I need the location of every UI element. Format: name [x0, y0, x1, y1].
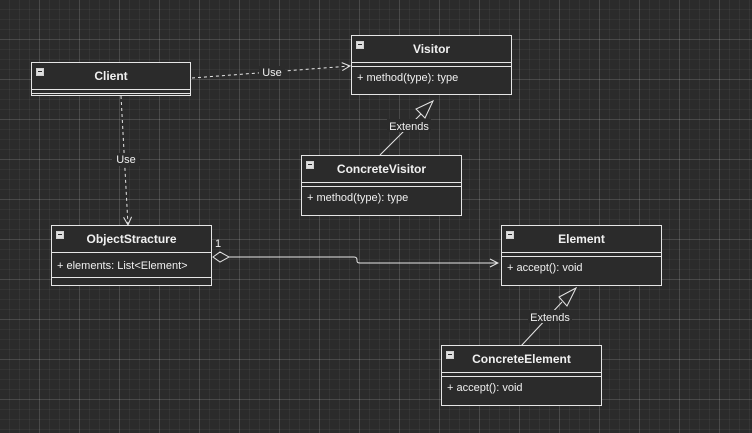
collapse-icon[interactable] [306, 161, 314, 169]
class-element-divider [502, 253, 661, 257]
class-object-structure-divider [52, 277, 211, 281]
class-client-divider [32, 90, 190, 94]
class-concrete-visitor-divider [302, 183, 461, 187]
class-concrete-visitor[interactable]: ConcreteVisitor + method(type): type [301, 155, 462, 216]
edge-label-use-visitor: Use [262, 67, 282, 79]
class-concrete-element[interactable]: ConcreteElement + accept(): void [441, 345, 602, 406]
class-client[interactable]: Client [31, 62, 191, 96]
collapse-icon[interactable] [56, 231, 64, 239]
edge-label-extends-element: Extends [530, 312, 570, 324]
edge-client-visitor[interactable]: Use [191, 66, 350, 79]
class-element-name: Element [558, 232, 605, 246]
class-visitor-divider [352, 63, 511, 67]
class-client-header[interactable]: Client [32, 63, 190, 90]
class-concrete-visitor-name: ConcreteVisitor [336, 162, 427, 176]
class-visitor-method[interactable]: + method(type): type [357, 72, 459, 84]
class-object-structure-header[interactable]: ObjectStracture [52, 226, 211, 253]
class-object-structure-attribute[interactable]: + elements: List<Element> [57, 260, 188, 272]
edge-label-use-object-structure: Use [116, 154, 136, 166]
class-client-name: Client [94, 69, 128, 83]
edge-concrete-element-element[interactable]: Extends [520, 286, 578, 347]
edge-concrete-visitor-visitor[interactable]: Extends [379, 99, 435, 156]
class-visitor-name: Visitor [412, 42, 451, 56]
class-object-structure-name: ObjectStracture [86, 232, 177, 246]
collapse-icon[interactable] [446, 351, 454, 359]
edge-label-extends-visitor: Extends [389, 121, 429, 133]
collapse-icon[interactable] [36, 68, 44, 76]
class-visitor-header[interactable]: Visitor [352, 36, 511, 63]
class-concrete-visitor-method[interactable]: + method(type): type [307, 192, 409, 204]
class-visitor[interactable]: Visitor + method(type): type [351, 35, 512, 95]
edge-object-structure-element[interactable]: 1 [212, 238, 498, 263]
class-element-method[interactable]: + accept(): void [507, 262, 583, 274]
class-element-header[interactable]: Element [502, 226, 661, 253]
class-concrete-element-header[interactable]: ConcreteElement [442, 346, 601, 373]
multiplicity-label: 1 [215, 238, 221, 250]
class-concrete-element-name: ConcreteElement [472, 352, 571, 366]
collapse-icon[interactable] [506, 231, 514, 239]
class-object-structure[interactable]: ObjectStracture + elements: List<Element… [51, 225, 212, 286]
class-concrete-element-divider [442, 373, 601, 377]
class-concrete-element-method[interactable]: + accept(): void [447, 382, 523, 394]
class-concrete-visitor-header[interactable]: ConcreteVisitor [302, 156, 461, 183]
class-element[interactable]: Element + accept(): void [501, 225, 662, 286]
collapse-icon[interactable] [356, 41, 364, 49]
edge-client-object-structure[interactable]: Use [112, 95, 140, 225]
